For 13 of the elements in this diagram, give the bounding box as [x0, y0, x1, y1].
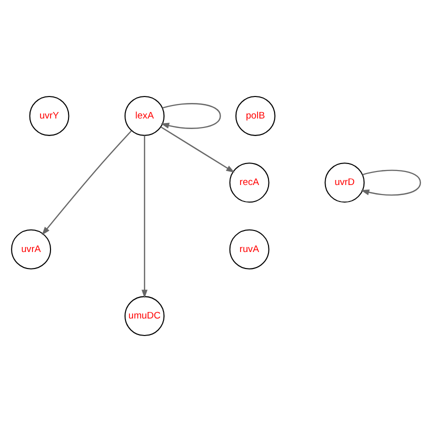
arrow	[160, 126, 235, 173]
node-circle: ruvA	[229, 229, 270, 270]
node-circle: uvrY	[29, 96, 70, 136]
node-circle: recA	[229, 162, 270, 203]
node-circle: uvrA	[11, 229, 52, 270]
arrow	[142, 135, 148, 298]
arrow	[360, 170, 422, 196]
node-circle: umuDC	[124, 296, 165, 336]
arrow	[42, 130, 132, 236]
node-circle: lexA	[124, 96, 165, 136]
node-circle: uvrD	[324, 162, 365, 203]
arrow	[160, 103, 221, 129]
node-circle: polB	[235, 96, 276, 136]
